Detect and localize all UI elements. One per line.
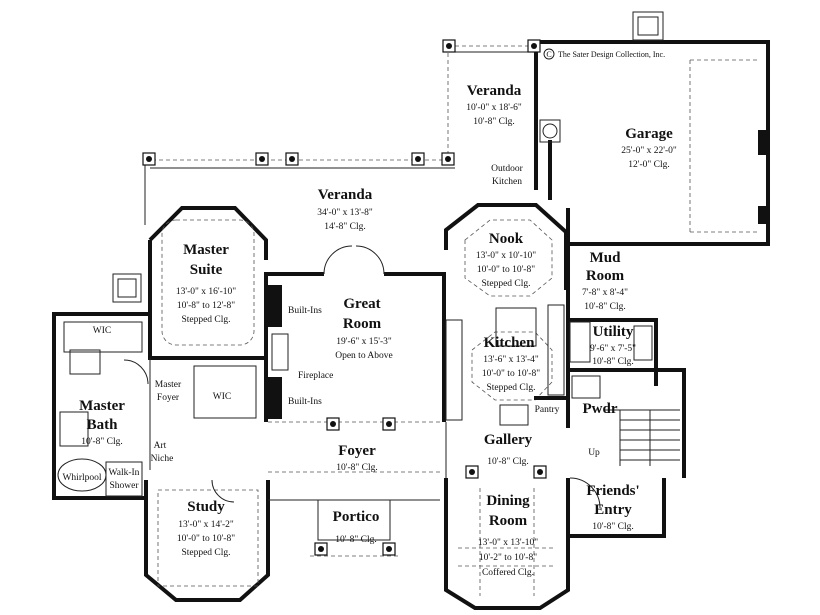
room-master-suite-text: 13'-0" x 16'-10" — [176, 287, 236, 297]
room-foyer-text: Foyer — [338, 443, 376, 459]
room-master-suite-text: 10'-8" to 12'-8" — [177, 301, 235, 311]
room-dining-room-text: 10'-2" to 10'-8" — [479, 553, 537, 563]
room-foyer: Foyer 10'-8" Clg. — [336, 443, 377, 473]
fireplace-label: Fireplace — [298, 371, 333, 381]
art-niche-label-2: Niche — [151, 454, 174, 464]
room-veranda-rear-text: 10'-8" Clg. — [473, 117, 514, 127]
room-master-suite: Master Suite 13'-0" x 16'-10" 10'-8" to … — [176, 242, 236, 325]
room-dining-room-text: 13'-0" x 13'-10" — [478, 538, 538, 548]
room-pwdr-text: Pwdr — [583, 401, 618, 417]
room-master-bath-text: 10'-8" Clg. — [81, 437, 122, 447]
room-master-suite-text: Master — [183, 242, 229, 258]
copyright-notice: C The Sater Design Collection, Inc. — [543, 48, 665, 60]
room-garage-text: Garage — [625, 126, 673, 142]
room-veranda-rear-text: Veranda — [467, 83, 522, 99]
room-outdoor-kitchen-text: Outdoor — [491, 164, 524, 174]
room-pwdr: Pwdr — [583, 401, 618, 417]
room-great-room: Great Room 19'-6" x 15'-3" Open to Above — [335, 296, 393, 361]
room-mud-room-text: Room — [586, 268, 625, 284]
room-veranda-main-text: Veranda — [318, 187, 373, 203]
stairs-up-label: Up — [588, 448, 600, 458]
room-foyer-text: 10'-8" Clg. — [336, 463, 377, 473]
room-outdoor-kitchen: Outdoor Kitchen — [491, 164, 524, 187]
room-mud-room: Mud Room 7'-8" x 8'-4" 10'-8" Clg. — [582, 250, 628, 312]
room-master-suite-text: Suite — [190, 262, 223, 278]
columns — [142, 39, 547, 556]
room-portico: Portico 10'-8" Clg. — [333, 509, 380, 545]
builtins-upper-label: Built-Ins — [288, 306, 322, 316]
room-nook-text: Nook — [489, 231, 524, 247]
room-dining-room-text: Coffered Clg. — [482, 567, 534, 578]
master-foyer-label-1: Master — [155, 380, 182, 390]
room-veranda-main-text: 34'-0" x 13'-8" — [317, 208, 373, 218]
room-study: Study 13'-0" x 14'-2" 10'-0" to 10'-8" S… — [177, 499, 235, 558]
room-nook: Nook 13'-0" x 10'-10" 10'-0" to 10'-8" S… — [476, 231, 536, 289]
room-portico-text: Portico — [333, 509, 380, 525]
room-study-text: Study — [187, 499, 225, 515]
room-utility-text: Utility — [593, 324, 634, 340]
room-friends-entry: Friends' Entry 10'-8" Clg. — [586, 483, 639, 532]
room-veranda-rear-text: 10'-0" x 18'-6" — [466, 103, 522, 113]
room-garage: Garage 25'-0" x 22'-0" 12'-0" Clg. — [621, 126, 677, 170]
room-veranda-main: Veranda 34'-0" x 13'-8" 14'-8" Clg. — [317, 187, 373, 232]
room-outdoor-kitchen-text: Kitchen — [492, 177, 522, 187]
builtins-lower-label: Built-Ins — [288, 397, 322, 407]
room-nook-text: Stepped Clg. — [481, 279, 530, 289]
pantry-label: Pantry — [535, 405, 560, 415]
room-great-room-text: Open to Above — [335, 351, 393, 361]
room-utility-text: 10'-8" Clg. — [592, 357, 633, 367]
room-study-text: 10'-0" to 10'-8" — [177, 534, 235, 544]
walkin-label-1: Walk-In — [109, 468, 140, 478]
room-master-suite-text: Stepped Clg. — [181, 315, 230, 325]
room-great-room-text: Room — [343, 316, 382, 332]
room-study-text: Stepped Clg. — [181, 548, 230, 558]
room-nook-text: 10'-0" to 10'-8" — [477, 265, 535, 275]
room-utility-text: 9'-6" x 7'-5" — [590, 344, 636, 354]
wic-upper-label: WIC — [93, 326, 111, 336]
room-dining-room-text: Dining — [486, 493, 530, 509]
room-friends-entry-text: Entry — [594, 502, 632, 518]
room-utility: Utility 9'-6" x 7'-5" 10'-8" Clg. — [590, 324, 636, 367]
whirlpool-label: Whirlpool — [62, 473, 101, 483]
room-master-bath-text: Master — [79, 398, 125, 414]
room-great-room-text: 19'-6" x 15'-3" — [336, 337, 392, 347]
room-gallery-text: Gallery — [484, 432, 533, 448]
copyright-text: The Sater Design Collection, Inc. — [558, 50, 665, 59]
room-friends-entry-text: 10'-8" Clg. — [592, 522, 633, 532]
room-master-bath: Master Bath 10'-8" Clg. — [79, 398, 125, 447]
room-kitchen-text: Stepped Clg. — [486, 383, 535, 393]
room-garage-text: 12'-0" Clg. — [628, 160, 669, 170]
room-friends-entry-text: Friends' — [586, 483, 639, 499]
room-great-room-text: Great — [343, 296, 380, 312]
room-master-bath-text: Bath — [87, 417, 119, 433]
room-mud-room-text: Mud — [590, 250, 622, 266]
room-gallery: Gallery 10'-8" Clg. — [484, 432, 533, 467]
room-study-text: 13'-0" x 14'-2" — [178, 520, 234, 530]
room-dining-room: Dining Room 13'-0" x 13'-10" 10'-2" to 1… — [478, 493, 538, 578]
room-veranda-main-text: 14'-8" Clg. — [324, 222, 365, 232]
room-kitchen-text: 13'-6" x 13'-4" — [483, 355, 539, 365]
room-gallery-text: 10'-8" Clg. — [487, 457, 528, 467]
art-niche-label-1: Art — [154, 441, 167, 451]
room-mud-room-text: 7'-8" x 8'-4" — [582, 288, 628, 298]
room-dining-room-text: Room — [489, 513, 528, 529]
master-foyer-label-2: Foyer — [157, 393, 180, 403]
copyright-symbol: C — [546, 50, 551, 59]
room-portico-text: 10'-8" Clg. — [335, 535, 376, 545]
room-kitchen-text: 10'-0" to 10'-8" — [482, 369, 540, 379]
room-kitchen: Kitchen 13'-6" x 13'-4" 10'-0" to 10'-8"… — [482, 335, 540, 393]
room-veranda-rear: Veranda 10'-0" x 18'-6" 10'-8" Clg. — [466, 83, 522, 127]
room-nook-text: 13'-0" x 10'-10" — [476, 251, 536, 261]
room-garage-text: 25'-0" x 22'-0" — [621, 146, 677, 156]
misc-labels: WIC WIC Master Foyer Built-Ins Built-Ins… — [62, 306, 600, 491]
wic-lower-label: WIC — [213, 392, 231, 402]
walkin-label-2: Shower — [109, 481, 139, 491]
room-kitchen-text: Kitchen — [484, 335, 535, 351]
room-mud-room-text: 10'-8" Clg. — [584, 302, 625, 312]
walls — [52, 11, 770, 610]
